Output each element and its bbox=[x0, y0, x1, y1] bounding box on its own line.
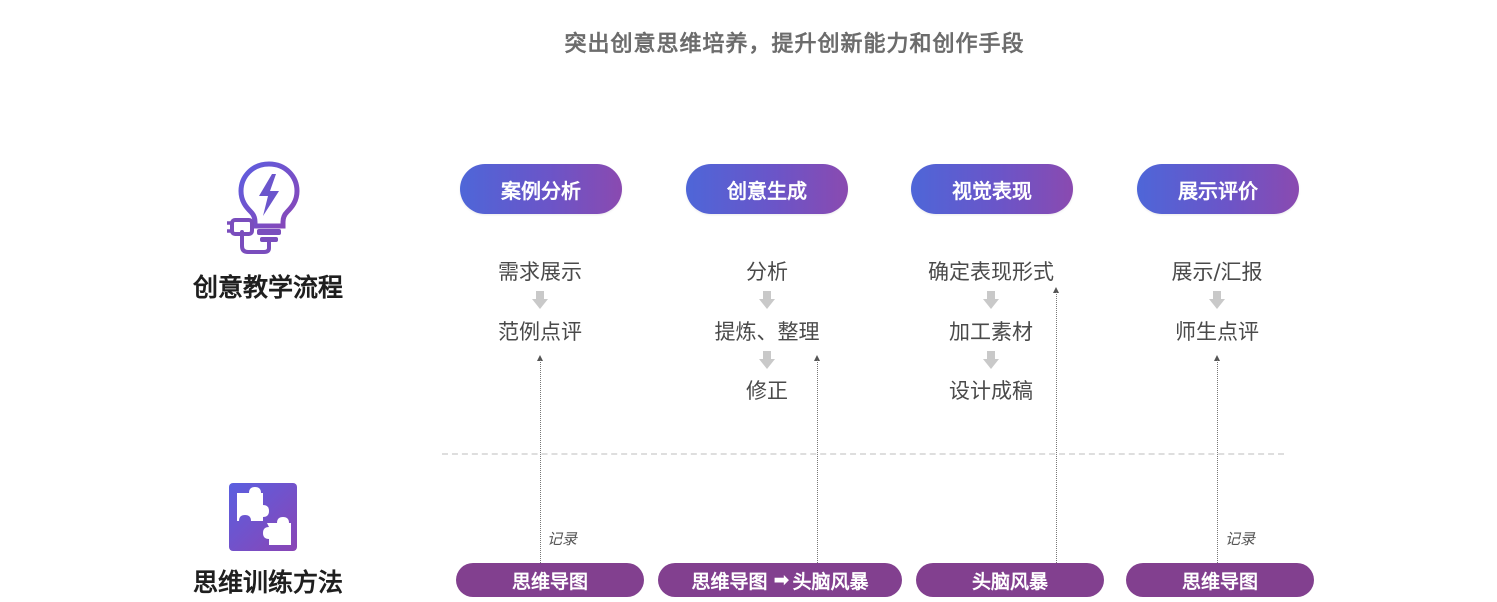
step-process-materials: 加工素材 bbox=[949, 320, 1033, 344]
connector-line bbox=[1217, 360, 1218, 563]
step-analysis: 分析 bbox=[746, 260, 788, 284]
method-brainstorm: 头脑风暴 bbox=[916, 563, 1104, 597]
step-refine-organize: 提炼、整理 bbox=[714, 320, 820, 344]
stage-idea-generation: 创意生成 bbox=[686, 164, 848, 214]
up-arrow-icon bbox=[1214, 355, 1220, 361]
right-arrow-icon: ➡ bbox=[773, 569, 790, 591]
section-divider bbox=[442, 453, 1284, 455]
step-requirement-display: 需求展示 bbox=[498, 260, 582, 284]
down-arrow-icon bbox=[532, 291, 548, 309]
connector-line bbox=[1056, 292, 1057, 563]
down-arrow-icon bbox=[759, 351, 775, 369]
connector-line bbox=[817, 360, 818, 563]
up-arrow-icon bbox=[537, 355, 543, 361]
method-part-b: 头脑风暴 bbox=[792, 570, 869, 593]
process-section-label: 创意教学流程 bbox=[192, 273, 343, 302]
puzzle-icon bbox=[229, 483, 297, 551]
stage-presentation-evaluation: 展示评价 bbox=[1137, 164, 1299, 214]
down-arrow-icon bbox=[983, 351, 999, 369]
step-determine-form: 确定表现形式 bbox=[928, 260, 1054, 284]
step-final-design: 设计成稿 bbox=[949, 379, 1033, 403]
up-arrow-icon bbox=[814, 355, 820, 361]
down-arrow-icon bbox=[983, 291, 999, 309]
step-show-report: 展示/汇报 bbox=[1171, 260, 1263, 284]
connector-line bbox=[540, 360, 541, 563]
page-title: 突出创意思维培养，提升创新能力和创作手段 bbox=[564, 32, 1025, 57]
method-part-a: 思维导图 bbox=[691, 570, 768, 593]
method-mind-map: 思维导图 bbox=[1126, 563, 1314, 597]
method-mind-map: 思维导图 bbox=[456, 563, 644, 597]
stage-visual-expression: 视觉表现 bbox=[911, 164, 1073, 214]
lightbulb-plug-icon bbox=[227, 161, 300, 254]
stage-case-analysis: 案例分析 bbox=[460, 164, 622, 214]
method-mind-map-to-brainstorm: 思维导图 ➡ 头脑风暴 bbox=[658, 563, 902, 597]
down-arrow-icon bbox=[1209, 291, 1225, 309]
step-teacher-student-review: 师生点评 bbox=[1175, 320, 1259, 344]
record-label: 记录 bbox=[547, 530, 578, 548]
method-section-label: 思维训练方法 bbox=[192, 568, 343, 597]
up-arrow-icon bbox=[1053, 287, 1059, 293]
record-label: 记录 bbox=[1225, 530, 1256, 548]
step-revise: 修正 bbox=[746, 379, 788, 403]
step-example-review: 范例点评 bbox=[498, 320, 582, 344]
down-arrow-icon bbox=[759, 291, 775, 309]
